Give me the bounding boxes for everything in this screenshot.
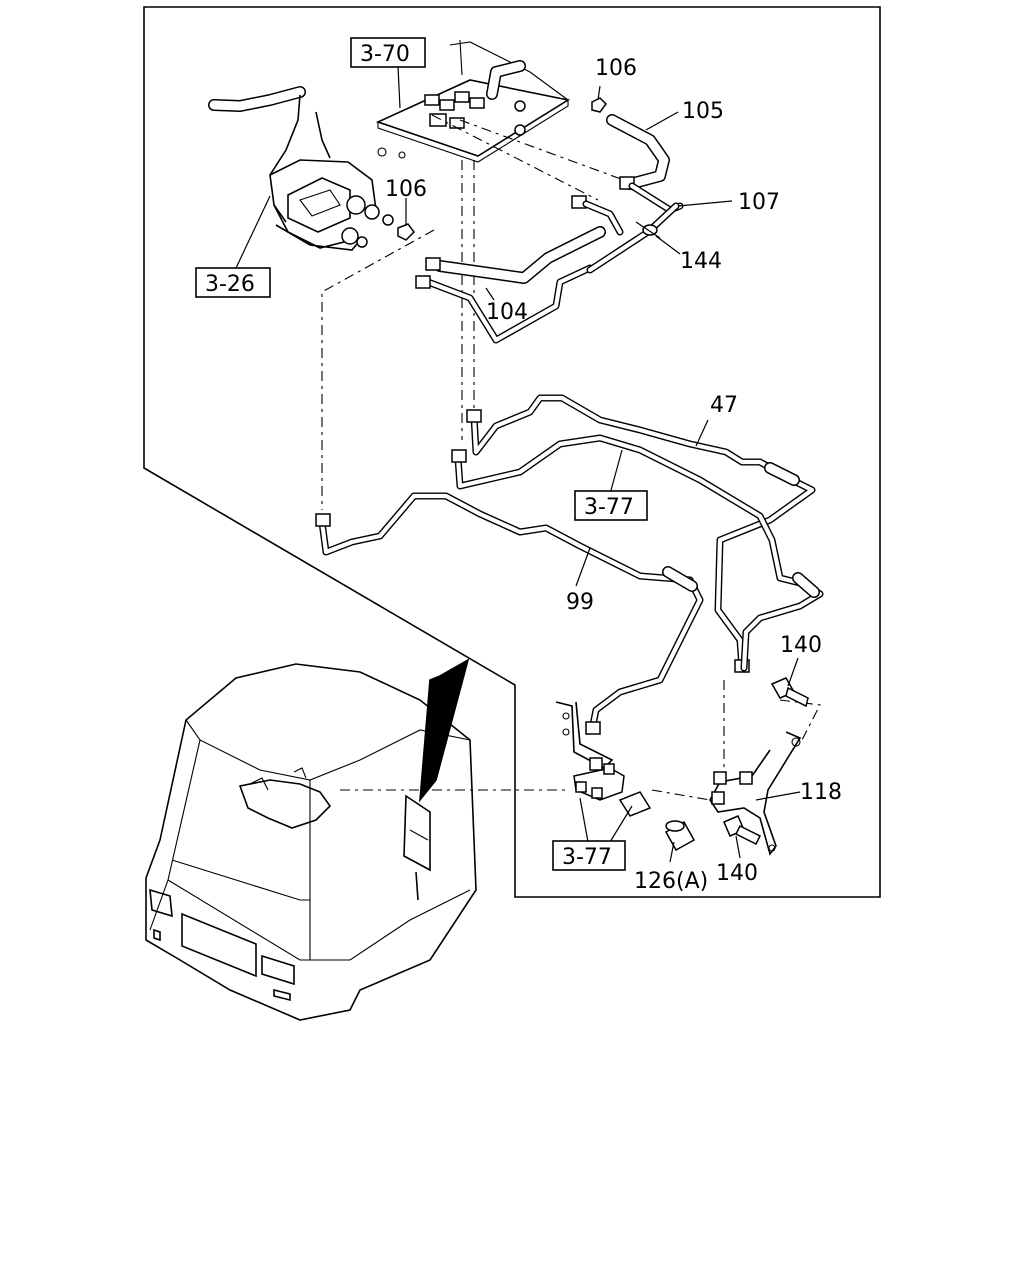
pipe-47 [466,394,816,673]
pipe-107 [586,182,684,274]
label-47: 47 [710,393,738,418]
pipe-3-77-mid [451,434,824,672]
centerline-3 [321,229,435,510]
centerline-5 [431,114,599,201]
label-118: 118 [800,780,842,805]
ref-box-3-77-mid [574,490,648,521]
label-140-top: 140 [780,633,822,658]
bracket-118 [709,731,802,856]
label-140-low: 140 [716,861,758,886]
ref-label-3-26: 3-26 [205,272,255,297]
detail-frame [143,6,881,898]
ref-label-3-77-mid: 3-77 [584,495,634,520]
hose-105 [606,114,670,190]
bolt-140-low [723,815,762,846]
label-144: 144 [680,249,722,274]
ref-label-3-70: 3-70 [360,42,410,67]
shift-lever-housing [208,86,394,251]
ref-label-3-77-low: 3-77 [562,845,612,870]
label-104: 104 [486,300,528,325]
valve-plate-assembly [375,39,571,163]
label-99: 99 [566,590,594,615]
ref-box-3-70 [350,37,426,68]
clip-106-top [591,97,607,113]
lower-left-bracket [555,701,652,817]
clip-106-mid [397,223,415,241]
label-126a: 126(A) [634,869,708,894]
union-126a [664,820,696,852]
truck-cab-overview [145,658,477,1021]
label-105: 105 [682,99,724,124]
ref-box-3-26 [195,267,271,298]
label-106-top: 106 [595,56,637,81]
bolt-140-top [770,677,809,708]
leader-lines [235,65,801,863]
centerline-4 [459,119,641,187]
centerline-9 [779,699,821,741]
label-106-mid: 106 [385,177,427,202]
pipe-99 [315,492,704,735]
centerline-8 [651,789,711,801]
ref-box-3-77-low [552,840,626,871]
label-107: 107 [738,190,780,215]
pipe-104 [415,195,624,344]
